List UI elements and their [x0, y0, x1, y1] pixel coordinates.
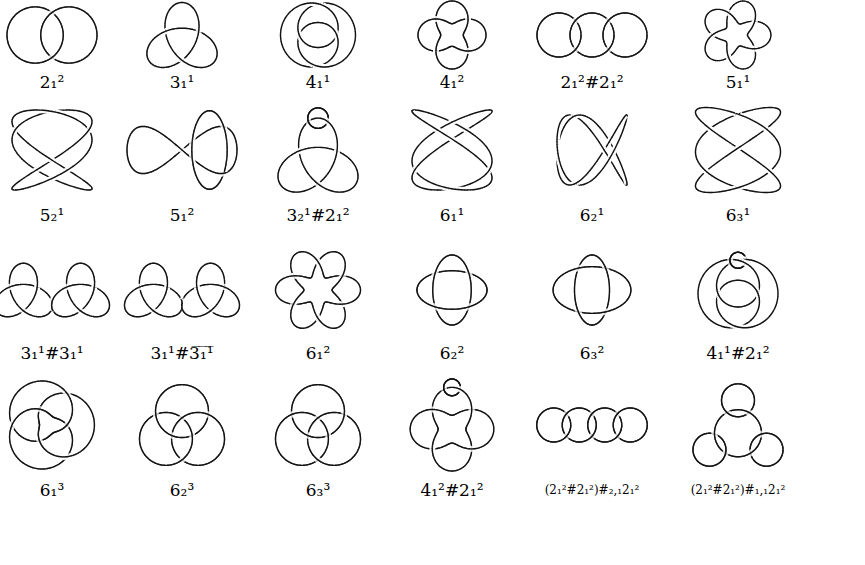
knot-strand: [153, 38, 154, 39]
knot-strand: [333, 29, 334, 30]
knot-drawing: [281, 3, 356, 67]
knot-drawing: [418, 1, 486, 69]
knot-drawing: [147, 3, 217, 68]
knot-strand: [302, 40, 303, 41]
knot-drawing: [7, 7, 97, 63]
